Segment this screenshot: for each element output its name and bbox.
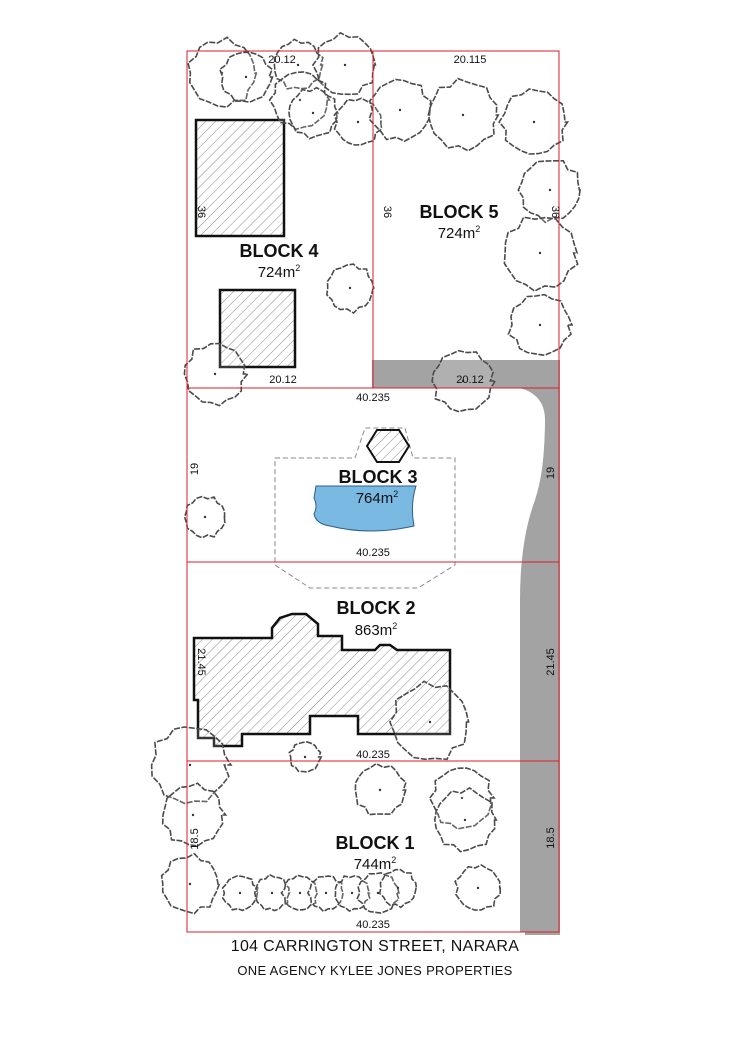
block4-area-value: 724m xyxy=(258,264,296,281)
block1-boundary xyxy=(186,760,560,933)
tree-canopy xyxy=(503,216,579,292)
block4-area: 724m2 xyxy=(258,263,301,281)
block2-name: BLOCK 2 xyxy=(336,598,415,618)
dim-b3-right: 19 xyxy=(545,467,557,479)
pool xyxy=(313,485,417,532)
block3-hexagon-structure xyxy=(365,429,411,463)
block1-name: BLOCK 1 xyxy=(335,833,414,853)
tree-trunk-mark xyxy=(298,98,302,102)
block1-area-unit-sup: 2 xyxy=(391,855,396,865)
tree-trunk-mark xyxy=(356,120,360,124)
dim-b5-right: 36 xyxy=(549,206,561,218)
block3-area-value: 764m xyxy=(356,490,394,507)
tree-trunk-mark xyxy=(296,63,300,67)
block2-area-value: 863m xyxy=(355,622,393,639)
block1-area-value: 744m xyxy=(354,856,392,873)
block3-area: 764m2 xyxy=(356,489,399,507)
agency-subtitle: ONE AGENCY KYLEE JONES PROPERTIES xyxy=(237,963,513,978)
address-title: 104 CARRINGTON STREET, NARARA xyxy=(230,938,520,955)
tree-trunk-mark xyxy=(244,75,248,79)
block2-house xyxy=(192,612,452,748)
tree-trunk-mark xyxy=(188,882,192,886)
block5-area-unit-sup: 2 xyxy=(475,224,480,234)
tree-trunk-mark xyxy=(188,763,192,767)
tree-trunk-mark xyxy=(376,891,380,895)
block3-area-unit-sup: 2 xyxy=(393,489,398,499)
tree-trunk-mark xyxy=(203,515,207,519)
tree-trunk-mark xyxy=(213,372,217,376)
block1-area: 744m2 xyxy=(354,855,397,873)
tree-trunk-mark xyxy=(298,891,302,895)
tree-trunk-mark xyxy=(463,818,467,822)
dim-b3-left: 19 xyxy=(189,463,201,475)
dim-b2-bottom: 40.235 xyxy=(356,749,390,761)
block4-area-unit-sup: 2 xyxy=(295,263,300,273)
tree-canopy xyxy=(388,680,470,761)
dim-b4-bottom: 20.12 xyxy=(269,374,297,386)
tree-trunk-mark xyxy=(476,886,480,890)
tree-trunk-mark xyxy=(303,755,307,759)
tree-trunk-mark xyxy=(350,891,354,895)
tree-trunk-mark xyxy=(538,251,542,255)
block5-area-value: 724m xyxy=(438,225,476,242)
dim-b1-bottom: 40.235 xyxy=(356,919,390,931)
block2-area-unit-sup: 2 xyxy=(392,621,397,631)
dim-b1-left: 18.5 xyxy=(189,828,201,849)
tree-canopy xyxy=(517,160,582,224)
tree-trunk-mark xyxy=(548,188,552,192)
block4-name: BLOCK 4 xyxy=(239,241,318,261)
dim-b4-left: 36 xyxy=(195,206,207,218)
tree-trunk-mark xyxy=(461,113,465,117)
tree-trunk-mark xyxy=(270,891,274,895)
dim-b5-bottom: 20.12 xyxy=(456,374,484,386)
tree-trunk-mark xyxy=(396,886,400,890)
trees xyxy=(150,31,582,915)
dim-b4-top: 20.12 xyxy=(268,54,296,66)
tree-trunk-mark xyxy=(428,720,432,724)
tree-trunk-mark xyxy=(238,891,242,895)
block5-name: BLOCK 5 xyxy=(419,202,498,222)
dim-b4-right: 36 xyxy=(381,206,393,218)
dim-b2-right: 21.45 xyxy=(545,648,557,676)
dim-b3-top: 40.235 xyxy=(356,392,390,404)
tree-canopy xyxy=(311,31,377,96)
tree-trunk-mark xyxy=(460,796,464,800)
tree-trunk-mark xyxy=(343,63,347,67)
block3-name: BLOCK 3 xyxy=(338,467,417,487)
dim-b1-right: 18.5 xyxy=(545,827,557,848)
dim-b3-bottom: 40.235 xyxy=(356,547,390,559)
block4-building-top xyxy=(194,118,286,238)
tree-trunk-mark xyxy=(378,788,382,792)
block4-building-bottom xyxy=(218,288,297,369)
tree-canopy xyxy=(161,782,228,847)
block2-area: 863m2 xyxy=(355,621,398,639)
lot-boundaries xyxy=(186,50,560,933)
tree-trunk-mark xyxy=(532,120,536,124)
dim-b2-left: 21.45 xyxy=(195,648,207,676)
tree-trunk-mark xyxy=(324,891,328,895)
tree-trunk-mark xyxy=(311,111,315,115)
driveway-upper xyxy=(372,360,545,388)
driveway-lower xyxy=(520,388,560,932)
tree-canopy xyxy=(150,726,233,805)
block3-building-envelope xyxy=(274,427,456,589)
dim-b5-top: 20.115 xyxy=(454,54,487,66)
tree-trunk-mark xyxy=(461,379,465,383)
tree-trunk-mark xyxy=(538,323,542,327)
tree-trunk-mark xyxy=(191,813,195,817)
tree-trunk-mark xyxy=(398,108,402,112)
block5-area: 724m2 xyxy=(438,224,481,242)
tree-trunk-mark xyxy=(348,286,352,290)
